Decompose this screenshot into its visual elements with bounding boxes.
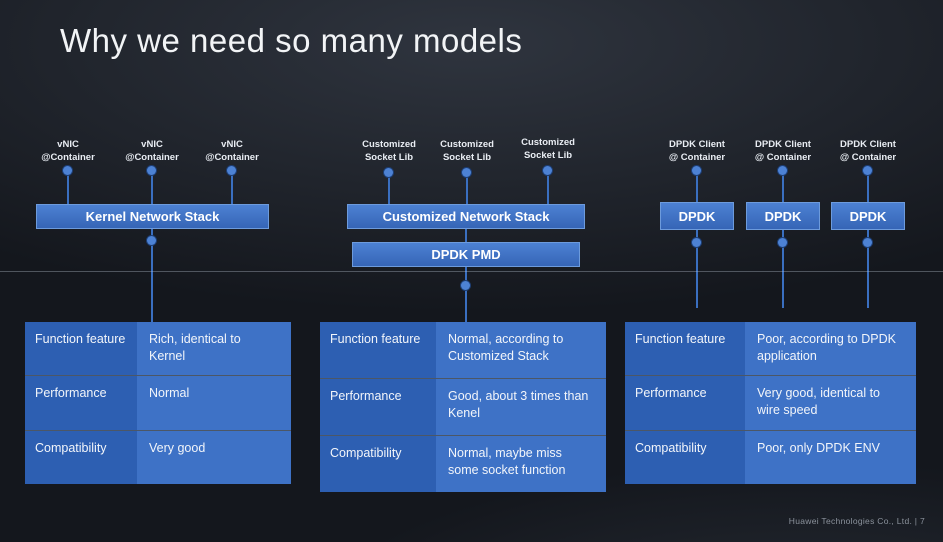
node-label-line2: Socket Lib: [523, 150, 573, 162]
table-value-cell: Normal, according to Customized Stack: [436, 322, 606, 378]
connector-line: [465, 229, 467, 242]
table-label-cell: Function feature: [625, 322, 745, 376]
connector-line: [696, 175, 698, 202]
node-label-line1: Customized: [362, 139, 416, 150]
table-row: Compatibility Normal, maybe miss some so…: [320, 436, 606, 492]
connector-line: [696, 230, 698, 308]
dpdk-box: DPDK: [831, 202, 905, 230]
table-value-cell: Poor, only DPDK ENV: [745, 430, 916, 484]
node-label-socket-lib: Customized Socket Lib: [427, 138, 507, 165]
node-label-vnic: vNIC @Container: [28, 138, 108, 165]
connector-line: [151, 175, 153, 204]
node-label-dpdk-client: DPDK Client @ Container: [743, 138, 823, 165]
node-label-line1: vNIC: [221, 139, 243, 150]
comparison-table-dpdk: Function feature Poor, according to DPDK…: [625, 322, 916, 484]
node-label-line1: DPDK Client: [669, 139, 725, 150]
node-label-line2: @ Container: [668, 152, 726, 164]
node-label-line1: Customized: [521, 137, 575, 148]
connector-dot: [692, 238, 701, 247]
node-label-line2: Socket Lib: [364, 152, 414, 164]
node-label-dpdk-client: DPDK Client @ Container: [657, 138, 737, 165]
node-label-line2: @Container: [125, 152, 179, 164]
table-label-cell: Performance: [625, 376, 745, 430]
node-label-line1: DPDK Client: [840, 139, 896, 150]
table-value-cell: Good, about 3 times than Kenel: [436, 379, 606, 435]
connector-dot: [227, 166, 236, 175]
node-label-vnic: vNIC @Container: [192, 138, 272, 165]
connector-line: [466, 176, 468, 204]
connector-dot: [778, 238, 787, 247]
connector-line: [782, 230, 784, 308]
dpdk-box: DPDK: [660, 202, 734, 230]
connector-line: [67, 175, 69, 204]
node-label-line2: @Container: [205, 152, 259, 164]
table-value-cell: Rich, identical to Kernel: [137, 322, 291, 376]
connector-dot: [384, 168, 393, 177]
customized-network-stack-box: Customized Network Stack: [347, 204, 585, 229]
connector-line: [388, 176, 390, 204]
connector-dot: [543, 166, 552, 175]
connector-dot: [63, 166, 72, 175]
table-label-cell: Performance: [320, 379, 436, 435]
connector-line: [231, 175, 233, 204]
table-row: Performance Normal: [25, 376, 291, 431]
node-label-line1: vNIC: [141, 139, 163, 150]
node-label-line1: DPDK Client: [755, 139, 811, 150]
table-label-cell: Performance: [25, 376, 137, 430]
table-value-cell: Very good, identical to wire speed: [745, 376, 916, 430]
connector-line: [151, 229, 153, 322]
table-value-cell: Very good: [137, 430, 291, 484]
table-label-cell: Compatibility: [25, 430, 137, 484]
node-label-line2: Socket Lib: [442, 152, 492, 164]
comparison-table-customized: Function feature Normal, according to Cu…: [320, 322, 606, 492]
node-label-line2: @ Container: [754, 152, 812, 164]
table-row: Function feature Poor, according to DPDK…: [625, 322, 916, 377]
footer-text: Huawei Technologies Co., Ltd. | 7: [788, 516, 925, 526]
comparison-table-kernel: Function feature Rich, identical to Kern…: [25, 322, 291, 484]
connector-line: [867, 175, 869, 202]
node-label-line2: @Container: [41, 152, 95, 164]
connector-dot: [863, 166, 872, 175]
connector-dot: [147, 236, 156, 245]
table-row: Performance Very good, identical to wire…: [625, 376, 916, 431]
table-row: Function feature Rich, identical to Kern…: [25, 322, 291, 377]
slide-title: Why we need so many models: [60, 22, 523, 59]
connector-dot: [863, 238, 872, 247]
connector-line: [782, 175, 784, 202]
node-label-line1: vNIC: [57, 139, 79, 150]
node-label-dpdk-client: DPDK Client @ Container: [828, 138, 908, 165]
connector-dot: [692, 166, 701, 175]
connector-line: [867, 230, 869, 308]
table-label-cell: Compatibility: [625, 430, 745, 484]
node-label-socket-lib: Customized Socket Lib: [349, 138, 429, 165]
table-value-cell: Normal: [137, 376, 291, 430]
dpdk-box: DPDK: [746, 202, 820, 230]
node-label-line1: Customized: [440, 139, 494, 150]
section-divider-line: [0, 271, 943, 272]
connector-line: [547, 176, 549, 204]
table-row: Compatibility Poor, only DPDK ENV: [625, 430, 916, 484]
table-row: Compatibility Very good: [25, 430, 291, 484]
table-value-cell: Normal, maybe miss some socket function: [436, 436, 606, 492]
table-label-cell: Function feature: [320, 322, 436, 378]
dpdk-pmd-box: DPDK PMD: [352, 242, 580, 267]
connector-dot: [778, 166, 787, 175]
kernel-network-stack-box: Kernel Network Stack: [36, 204, 269, 229]
table-label-cell: Function feature: [25, 322, 137, 376]
connector-dot: [462, 168, 471, 177]
node-label-vnic: vNIC @Container: [112, 138, 192, 165]
table-value-cell: Poor, according to DPDK application: [745, 322, 916, 376]
table-row: Function feature Normal, according to Cu…: [320, 322, 606, 379]
connector-dot: [461, 281, 470, 290]
connector-line: [465, 267, 467, 322]
node-label-socket-lib: Customized Socket Lib: [508, 136, 588, 163]
node-label-line2: @ Container: [839, 152, 897, 164]
table-label-cell: Compatibility: [320, 436, 436, 492]
connector-dot: [147, 166, 156, 175]
table-row: Performance Good, about 3 times than Ken…: [320, 379, 606, 436]
